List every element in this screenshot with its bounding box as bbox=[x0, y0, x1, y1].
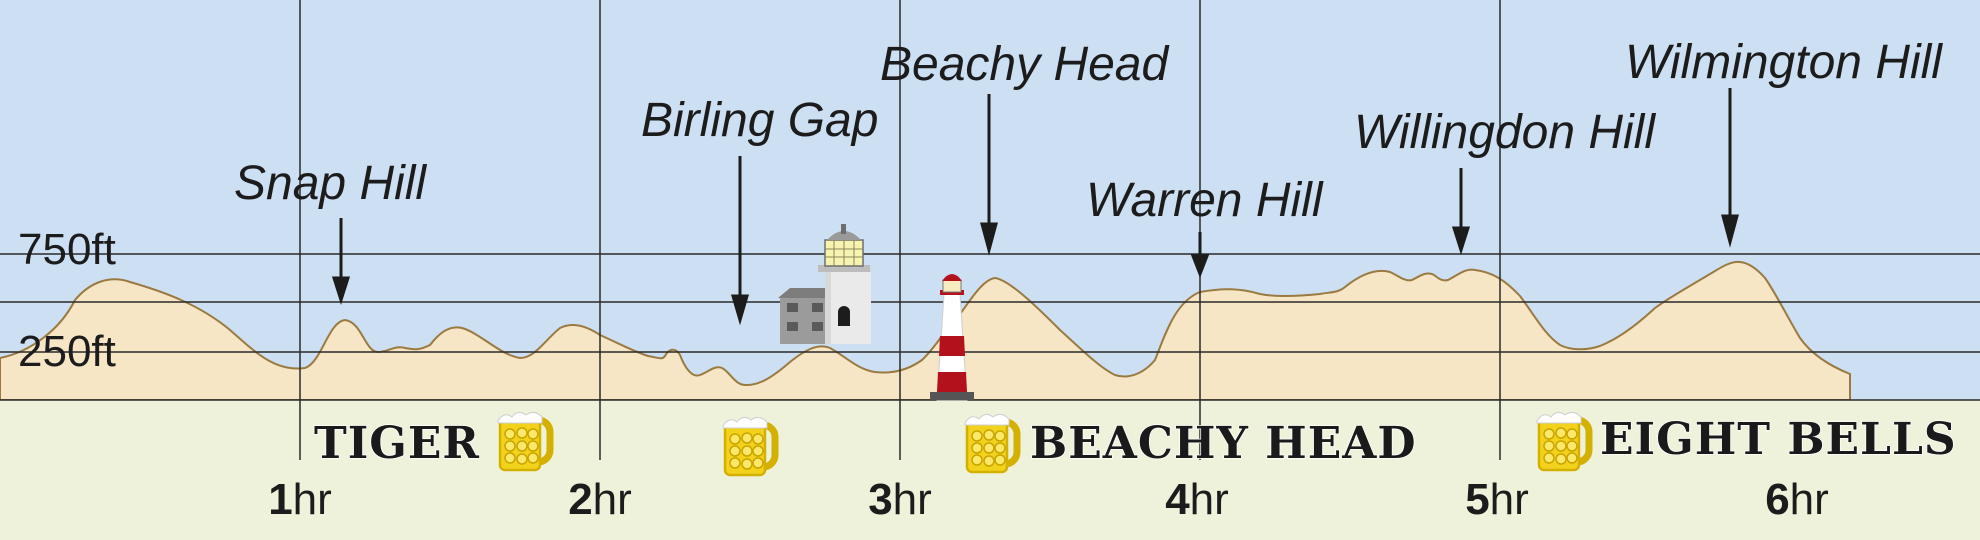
pub-label-tiger: TIGER bbox=[314, 418, 480, 469]
hour-label-2: 2hr bbox=[568, 475, 632, 524]
arrow-birling-gap bbox=[731, 156, 749, 326]
belle-tout-lighthouse-icon bbox=[778, 224, 871, 344]
arrow-snap-hill bbox=[331, 218, 351, 305]
arrow-willingdon-hill bbox=[1451, 168, 1471, 255]
arrow-wilmington-hill bbox=[1721, 88, 1739, 248]
lighthouse-icon bbox=[930, 274, 974, 401]
landmark-label-birling-gap: Birling Gap bbox=[641, 94, 878, 147]
altitude-label-250: 250ft bbox=[18, 327, 116, 376]
hour-label-1: 1hr bbox=[268, 475, 332, 524]
arrow-warren-hill bbox=[1190, 232, 1210, 279]
landmark-label-willingdon-hill: Willingdon Hill bbox=[1354, 106, 1656, 159]
landmark-label-warren-hill: Warren Hill bbox=[1086, 174, 1324, 227]
pub-label-beachy-head: BEACHY HEAD bbox=[1030, 418, 1417, 469]
hour-label-5: 5hr bbox=[1465, 475, 1529, 524]
arrow-beachy-head bbox=[980, 94, 998, 256]
hour-label-6: 6hr bbox=[1765, 475, 1829, 524]
landmark-label-snap-hill: Snap Hill bbox=[234, 157, 427, 210]
grid bbox=[0, 0, 1980, 460]
altitude-label-750: 750ft bbox=[18, 225, 116, 274]
landmark-label-wilmington-hill: Wilmington Hill bbox=[1625, 36, 1943, 89]
hour-label-3: 3hr bbox=[868, 475, 932, 524]
pub-label-eight-bells: EIGHT BELLS bbox=[1600, 414, 1957, 465]
landmark-label-beachy-head: Beachy Head bbox=[880, 38, 1169, 91]
elevation-profile bbox=[0, 260, 1851, 401]
hour-label-4: 4hr bbox=[1165, 475, 1229, 524]
landmark-arrows bbox=[331, 88, 1739, 326]
